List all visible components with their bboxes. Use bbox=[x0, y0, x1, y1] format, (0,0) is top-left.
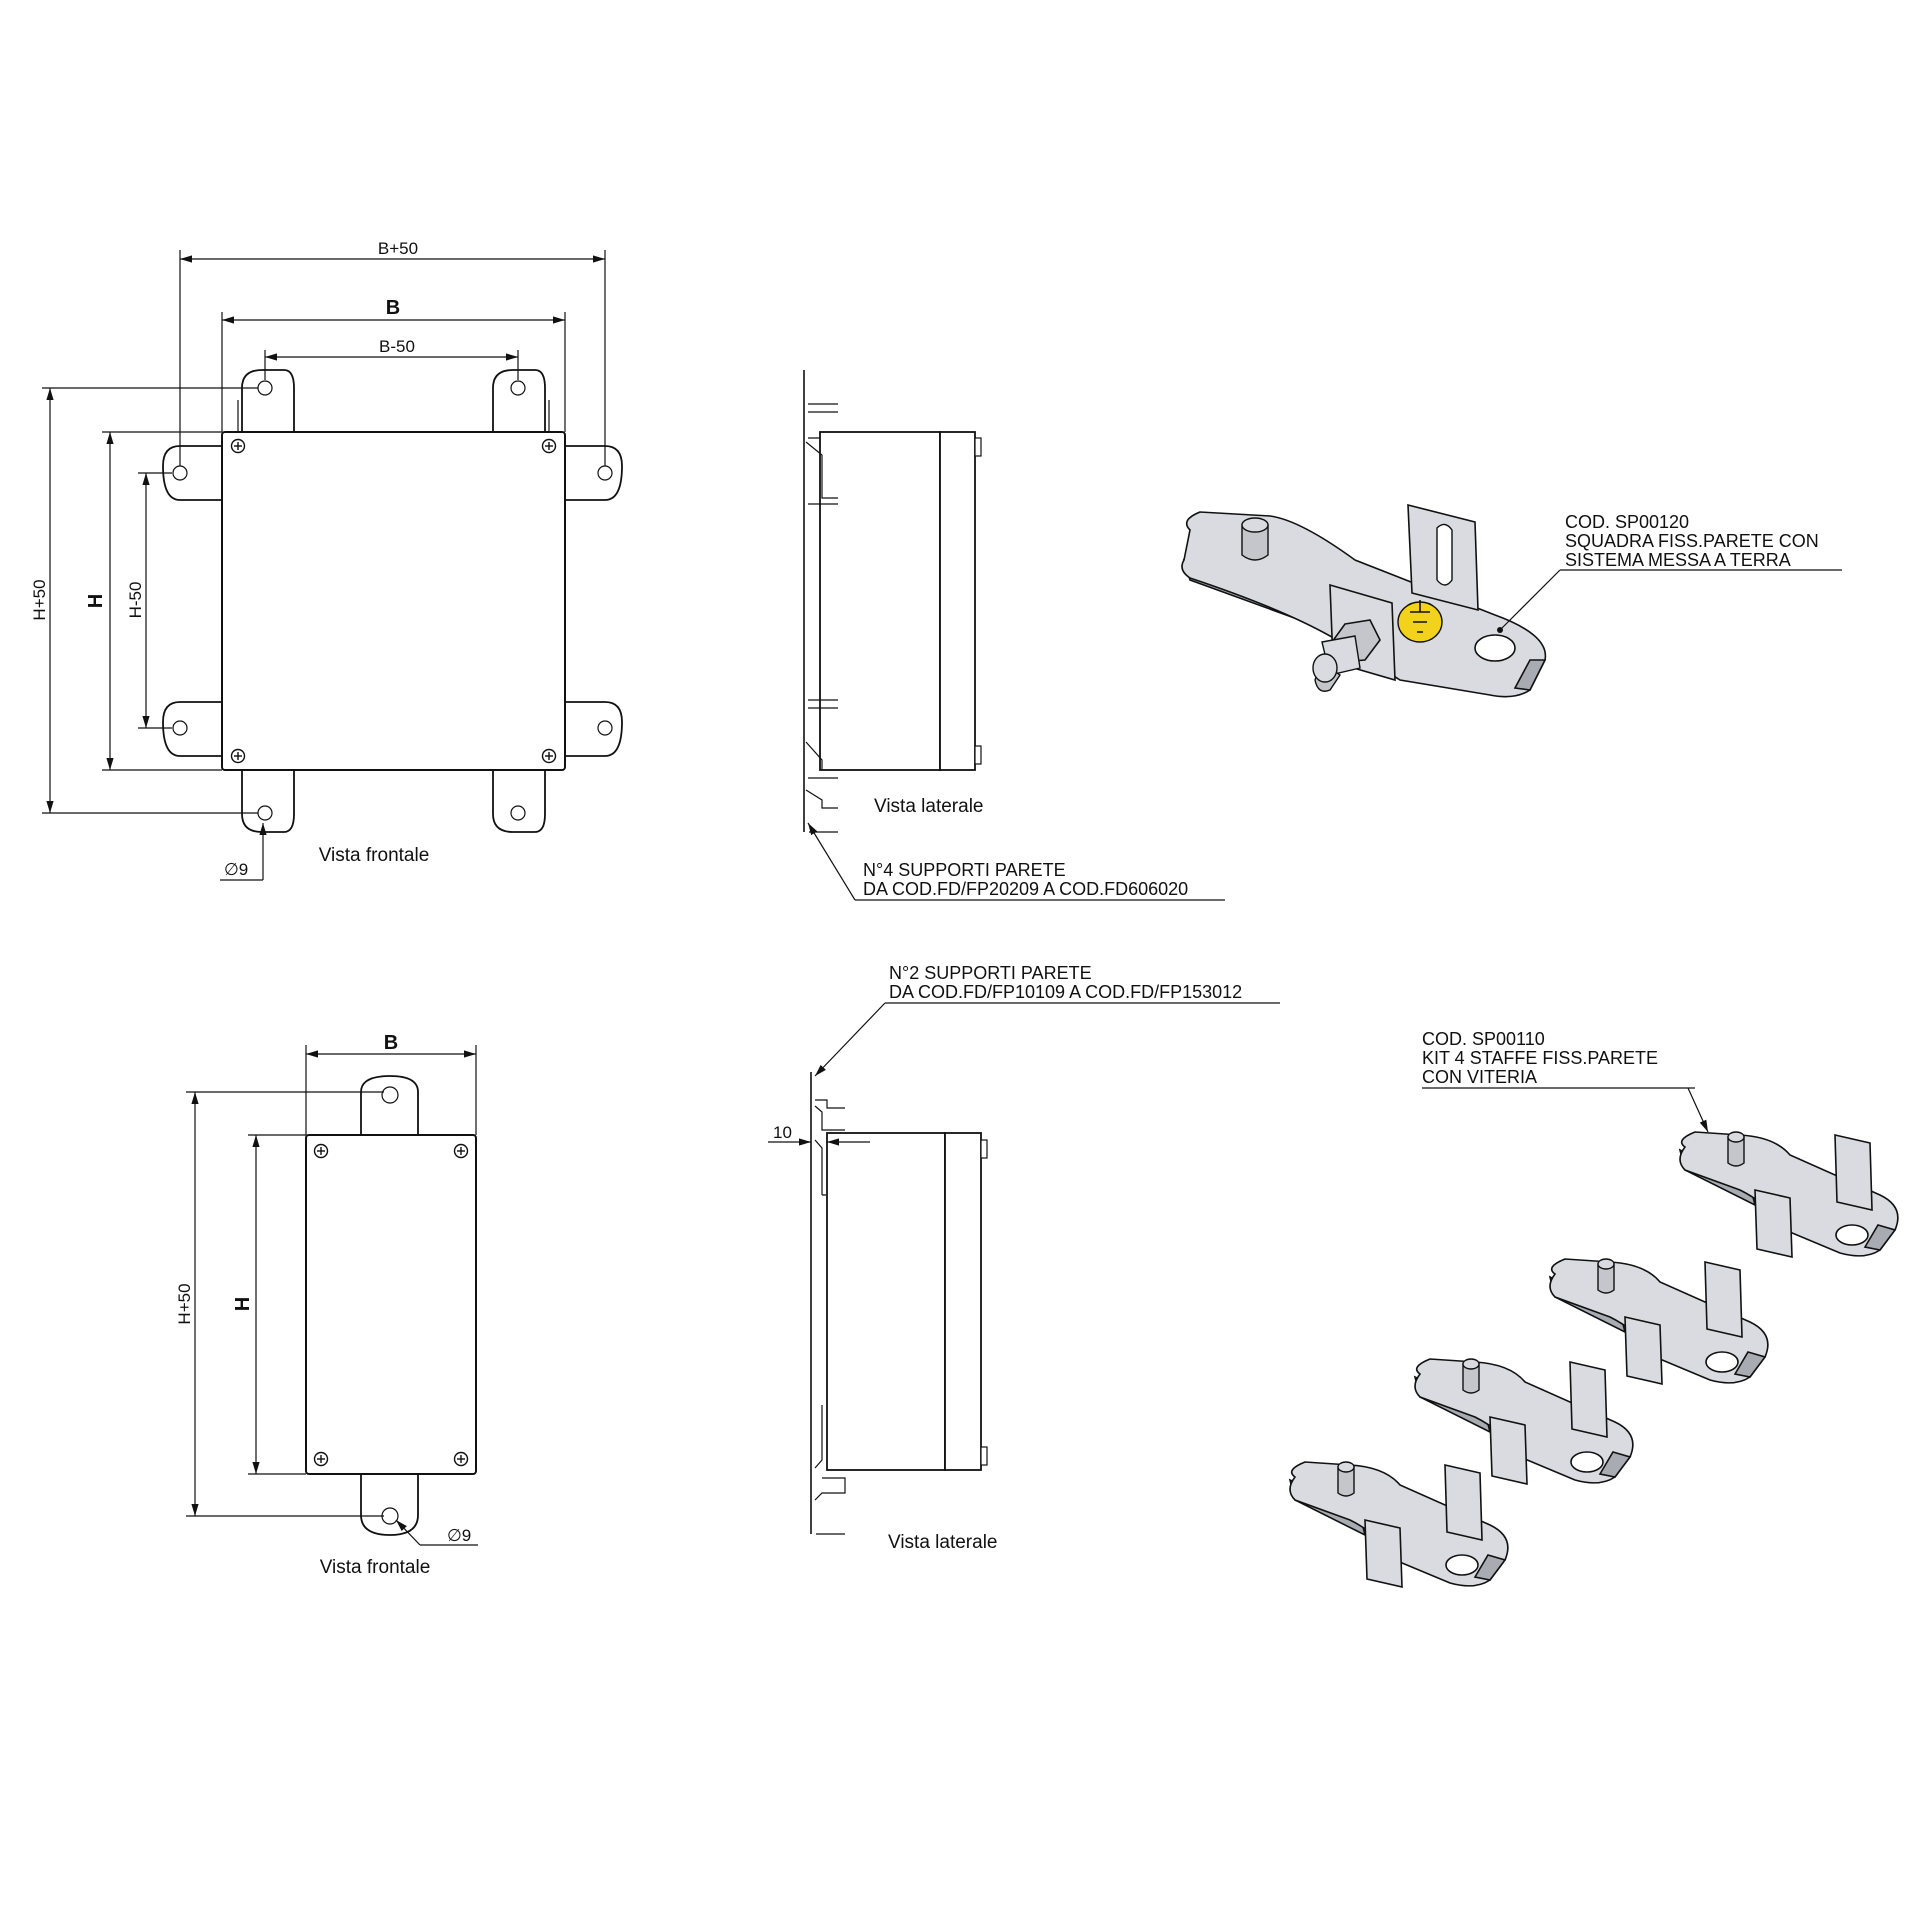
mount-tab-left-lower bbox=[162, 701, 223, 757]
mount-tab-bottom bbox=[360, 1473, 419, 1536]
side-note-line2: DA COD.FD/FP10109 A COD.FD/FP153012 bbox=[889, 982, 1242, 1002]
bracket-note-line1: COD. SP00120 bbox=[1565, 512, 1689, 532]
caption-front-view: Vista frontale bbox=[320, 1557, 431, 1578]
screw-icon bbox=[453, 1143, 469, 1159]
enclosure-lid-side bbox=[944, 1132, 982, 1471]
top-front-view: B+50 B B-50 H+50 H H-50 ∅9 Vista frontal… bbox=[30, 239, 623, 881]
screw-icon bbox=[313, 1451, 329, 1467]
side-note-line1: N°4 SUPPORTI PARETE bbox=[863, 860, 1066, 880]
wall-bracket-kit-sp00110: COD. SP00110 KIT 4 STAFFE FISS.PARETE CO… bbox=[1288, 1029, 1899, 1589]
mount-tab-bottom-left bbox=[241, 769, 295, 833]
enclosure-body-side bbox=[826, 1132, 946, 1471]
mount-tab-top bbox=[360, 1075, 419, 1136]
offset-dim-label: 10 bbox=[773, 1123, 792, 1142]
enclosure-lid-side bbox=[939, 431, 976, 771]
screw-icon bbox=[541, 748, 557, 764]
top-side-view: N°4 SUPPORTI PARETE DA COD.FD/FP20209 A … bbox=[803, 370, 1225, 901]
wall-bracket-3 bbox=[1413, 1358, 1634, 1486]
enclosure-front-bottom bbox=[305, 1134, 477, 1475]
mount-tab-bottom-right bbox=[492, 769, 546, 833]
side-note-line2: DA COD.FD/FP20209 A COD.FD606020 bbox=[863, 879, 1188, 899]
screw-icon bbox=[313, 1143, 329, 1159]
side-note-line1: N°2 SUPPORTI PARETE bbox=[889, 963, 1092, 983]
bottom-side-view: 10 N°2 SUPPORTI PARETE DA COD.FD/FP10109… bbox=[768, 963, 1280, 1553]
screw-icon bbox=[453, 1451, 469, 1467]
dim-label-h: H bbox=[85, 594, 107, 608]
bracket-note-line2: SQUADRA FISS.PARETE CON bbox=[1565, 531, 1819, 551]
dim-label-b-minus-50: B-50 bbox=[379, 337, 415, 356]
mount-tab-top-left bbox=[237, 369, 295, 433]
wall-bracket-2 bbox=[1548, 1258, 1769, 1386]
bottom-front-view: B H+50 H ∅9 Vista frontale bbox=[175, 1032, 478, 1578]
kit-note-line3: CON VITERIA bbox=[1422, 1067, 1537, 1087]
dim-label-b: B bbox=[384, 1032, 398, 1054]
caption-front-view: Vista frontale bbox=[319, 845, 430, 866]
screw-icon bbox=[230, 748, 246, 764]
enclosure-front-top bbox=[221, 431, 566, 771]
mount-tab-left-upper bbox=[162, 445, 223, 501]
screw-icon bbox=[230, 438, 246, 454]
wall-bracket-4 bbox=[1288, 1461, 1509, 1589]
mount-tab-top-right bbox=[492, 369, 550, 433]
hole-diameter-label: ∅9 bbox=[224, 860, 248, 879]
kit-note-line2: KIT 4 STAFFE FISS.PARETE bbox=[1422, 1048, 1658, 1068]
kit-note-line1: COD. SP00110 bbox=[1422, 1029, 1545, 1049]
grounding-bracket-sp00120: COD. SP00120 SQUADRA FISS.PARETE CON SIS… bbox=[1181, 503, 1842, 698]
enclosure-body-side bbox=[819, 431, 941, 771]
bracket-note-line3: SISTEMA MESSA A TERRA bbox=[1565, 550, 1791, 570]
dim-label-h: H bbox=[232, 1297, 254, 1311]
wall-bracket-1 bbox=[1678, 1131, 1899, 1259]
screw-icon bbox=[541, 438, 557, 454]
dim-label-b: B bbox=[386, 297, 400, 319]
caption-side-view: Vista laterale bbox=[874, 796, 984, 817]
dim-label-h-minus-50: H-50 bbox=[126, 582, 145, 619]
mount-tab-right-lower bbox=[564, 701, 623, 757]
hole-diameter-label: ∅9 bbox=[447, 1526, 471, 1545]
dim-label-h-plus-50: H+50 bbox=[175, 1283, 194, 1324]
dim-label-b-plus-50: B+50 bbox=[378, 239, 418, 258]
caption-side-view: Vista laterale bbox=[888, 1532, 998, 1553]
dim-label-h-plus-50: H+50 bbox=[30, 579, 49, 620]
mount-tab-right-upper bbox=[564, 445, 623, 501]
